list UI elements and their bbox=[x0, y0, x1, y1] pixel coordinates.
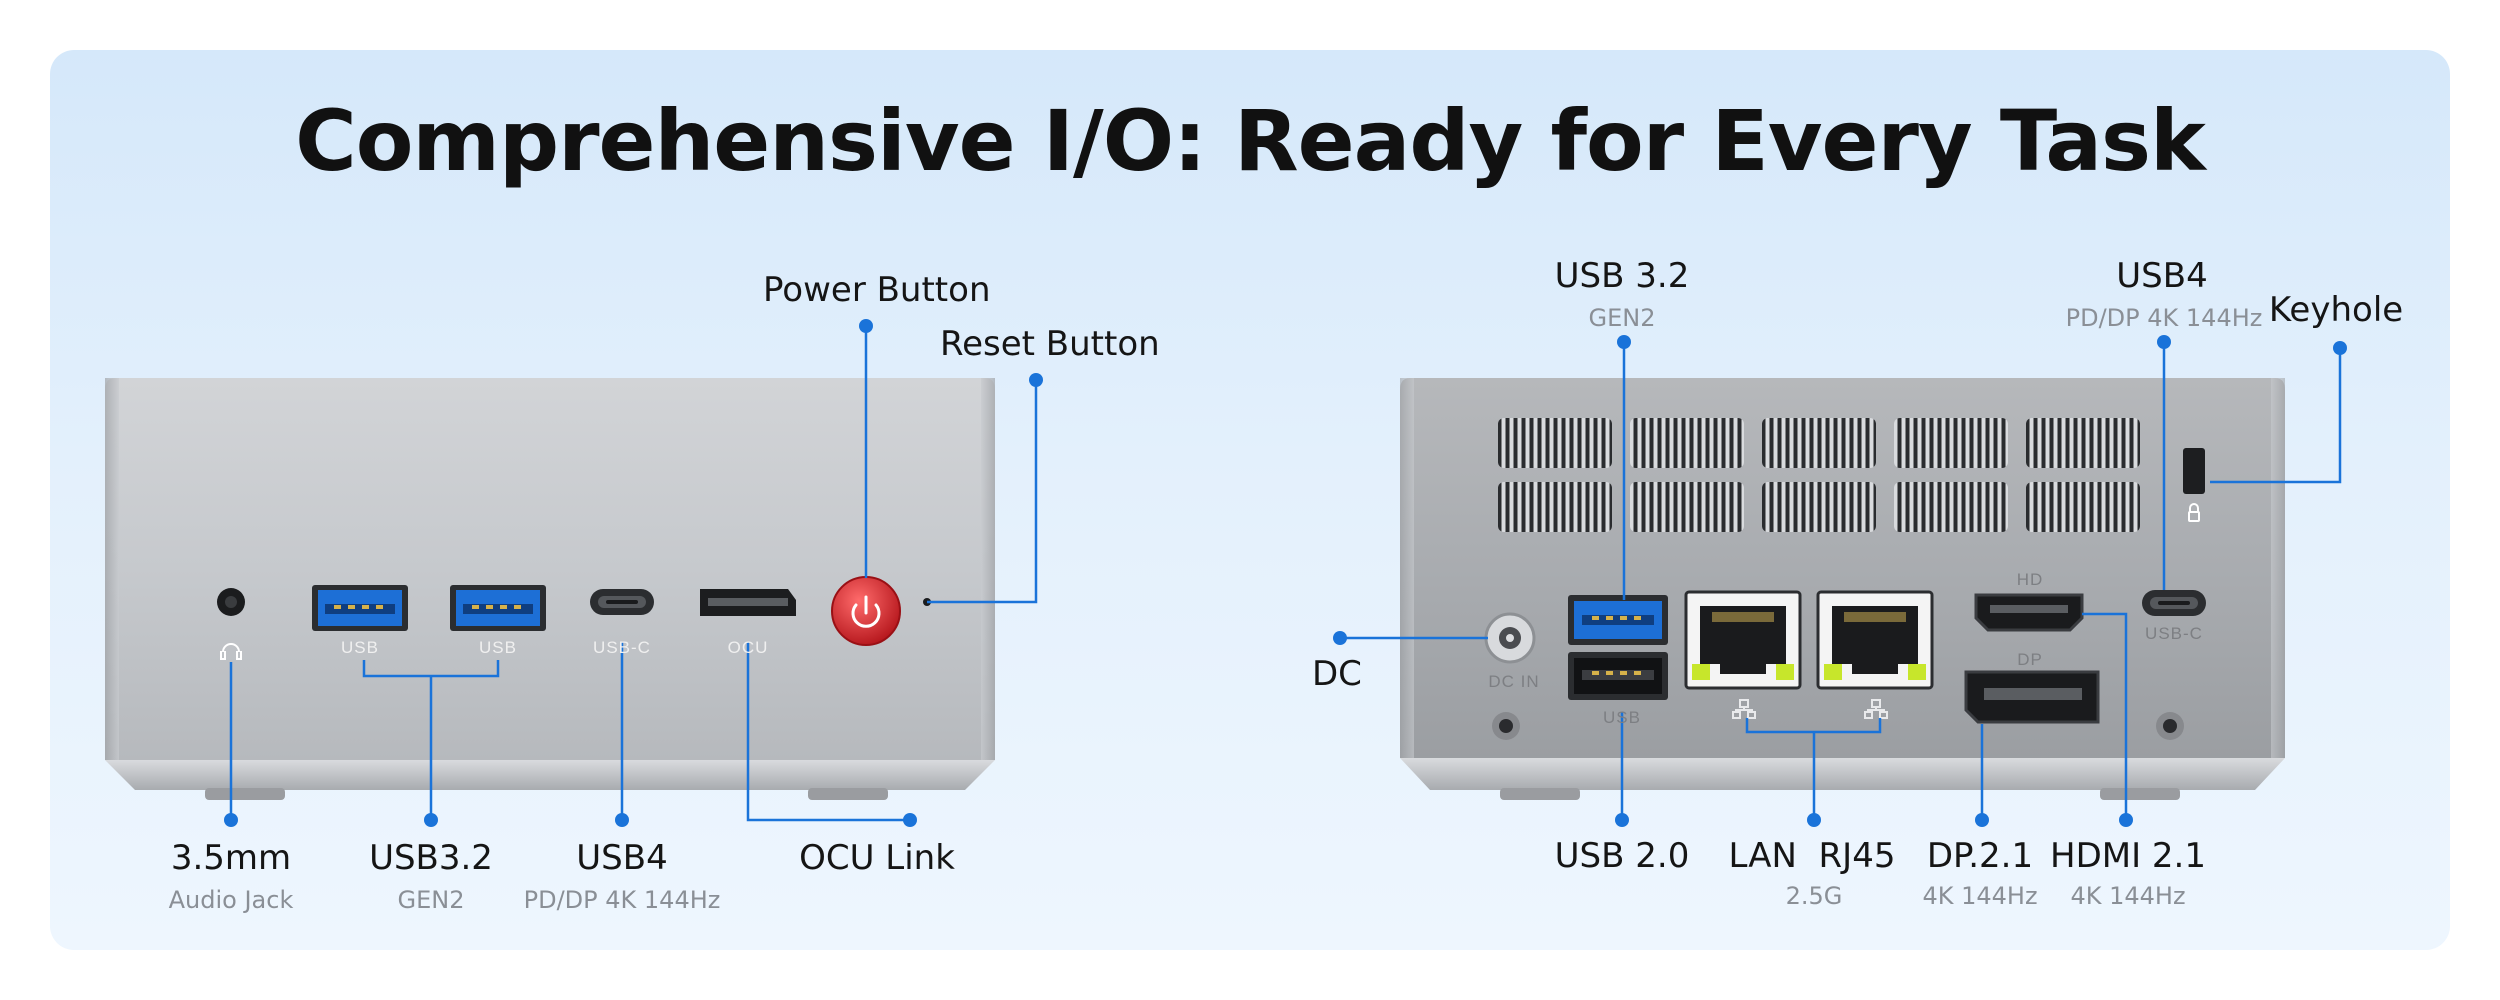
usb4-front-sub: PD/DP 4K 144Hz bbox=[523, 886, 721, 914]
usb20-title: USB 2.0 bbox=[1554, 836, 1690, 876]
usb-c-port-rear bbox=[2142, 590, 2206, 616]
page-title: Comprehensive I/O: Ready for Every Task bbox=[295, 92, 2206, 190]
usb-a-port-1 bbox=[312, 585, 408, 631]
keyhole-slot bbox=[2183, 448, 2205, 494]
usb-20-port-rear bbox=[1568, 652, 1668, 700]
displayport-port bbox=[1964, 670, 2100, 724]
rj45-port-2 bbox=[1816, 590, 1934, 690]
usb-rear-port-label: USB bbox=[1603, 708, 1641, 727]
usb4-rear-sub: PD/DP 4K 144Hz bbox=[2065, 304, 2263, 332]
reset-button-label: Reset Button bbox=[940, 324, 1160, 364]
ocu-link-title: OCU Link bbox=[799, 838, 955, 878]
hdmi-port bbox=[1974, 593, 2084, 632]
rj45-port-1 bbox=[1684, 590, 1802, 690]
callout-dots bbox=[224, 319, 2347, 827]
usb-a-port-2 bbox=[450, 585, 546, 631]
dp-port-label: DP bbox=[2017, 650, 2043, 669]
dp-sub: 4K 144Hz bbox=[1922, 882, 2038, 910]
network-icon-1 bbox=[1732, 699, 1756, 719]
front-unit bbox=[105, 378, 995, 800]
network-icon-2 bbox=[1864, 699, 1888, 719]
hdmi-sub: 4K 144Hz bbox=[2070, 882, 2186, 910]
dc-title: DC bbox=[1312, 654, 1362, 694]
dp-title: DP.2.1 bbox=[1926, 836, 2034, 876]
power-button-label: Power Button bbox=[763, 270, 991, 310]
keyhole-title: Keyhole bbox=[2268, 290, 2404, 330]
audio-jack-title: 3.5mm bbox=[170, 838, 292, 878]
lan-title: LAN RJ45 bbox=[1728, 836, 1896, 876]
hdmi-title: HDMI 2.1 bbox=[2050, 836, 2206, 876]
headphone-icon bbox=[220, 643, 242, 660]
dc-in-port-label: DC IN bbox=[1488, 672, 1540, 691]
audio-jack-sub: Audio Jack bbox=[168, 886, 294, 914]
ocu-port-label: OCU bbox=[727, 638, 769, 657]
rear-unit bbox=[1400, 378, 2285, 800]
lock-icon bbox=[2188, 511, 2200, 522]
usb32-rear-title: USB 3.2 bbox=[1554, 256, 1690, 296]
usb-c-port-front bbox=[590, 589, 654, 615]
usb-port-label-2: USB bbox=[479, 638, 517, 657]
usb-32-port-rear bbox=[1568, 595, 1668, 645]
ocu-port bbox=[700, 589, 796, 616]
usb32-front-sub: GEN2 bbox=[397, 886, 465, 914]
hd-port-label: HD bbox=[2016, 570, 2044, 589]
vent-grille bbox=[1498, 418, 2140, 532]
callout-lines bbox=[229, 326, 2342, 822]
usb-port-label-1: USB bbox=[341, 638, 379, 657]
usbc-port-label: USB-C bbox=[593, 638, 651, 657]
usb4-front-title: USB4 bbox=[576, 838, 668, 878]
usb32-rear-sub: GEN2 bbox=[1588, 304, 1656, 332]
usb4-rear-title: USB4 bbox=[2116, 256, 2208, 296]
usb32-front-title: USB3.2 bbox=[369, 838, 493, 878]
lan-sub: 2.5G bbox=[1785, 882, 1843, 910]
usbc-rear-port-label: USB-C bbox=[2145, 624, 2203, 643]
